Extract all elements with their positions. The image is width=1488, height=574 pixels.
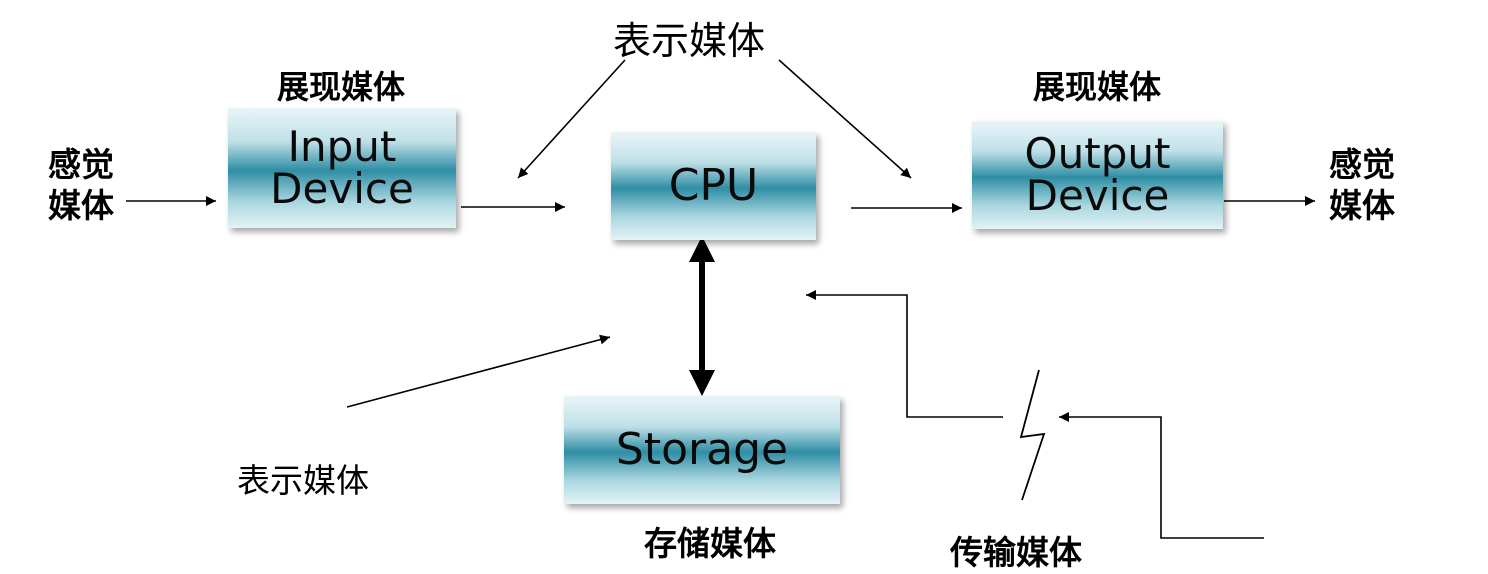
representation-media-top-label: 表示媒体 [613,19,766,63]
transmission-path-right [1059,412,1264,539]
cpu-storage-double-arrow [689,236,715,396]
storage-box: Storage [564,396,840,504]
arrow-representation-bottom [346,334,611,408]
output-device-box: Output Device [972,121,1223,229]
representation-media-bottom-label: 表示媒体 [237,461,369,500]
storage-media-label: 存储媒体 [644,524,776,563]
transmission-path-left [806,290,1003,418]
cpu-box: CPU [611,132,816,240]
perception-media-right-label: 感觉 媒体 [1329,145,1395,226]
arrow-representation-right [778,59,912,179]
perception-media-left-label: 感觉 媒体 [48,145,114,226]
cpu-label: CPU [668,160,759,211]
transmission-media-label: 传输媒体 [950,533,1082,572]
input-device-label: Input Device [270,122,414,213]
output-device-label: Output Device [1024,129,1171,220]
arrow-representation-left [517,59,626,179]
presentation-media-left-label: 展现媒体 [277,68,406,106]
transmission-break-icon [1019,369,1046,501]
storage-label: Storage [615,424,789,475]
presentation-media-right-label: 展现媒体 [1033,68,1162,106]
input-device-box: Input Device [228,108,456,228]
